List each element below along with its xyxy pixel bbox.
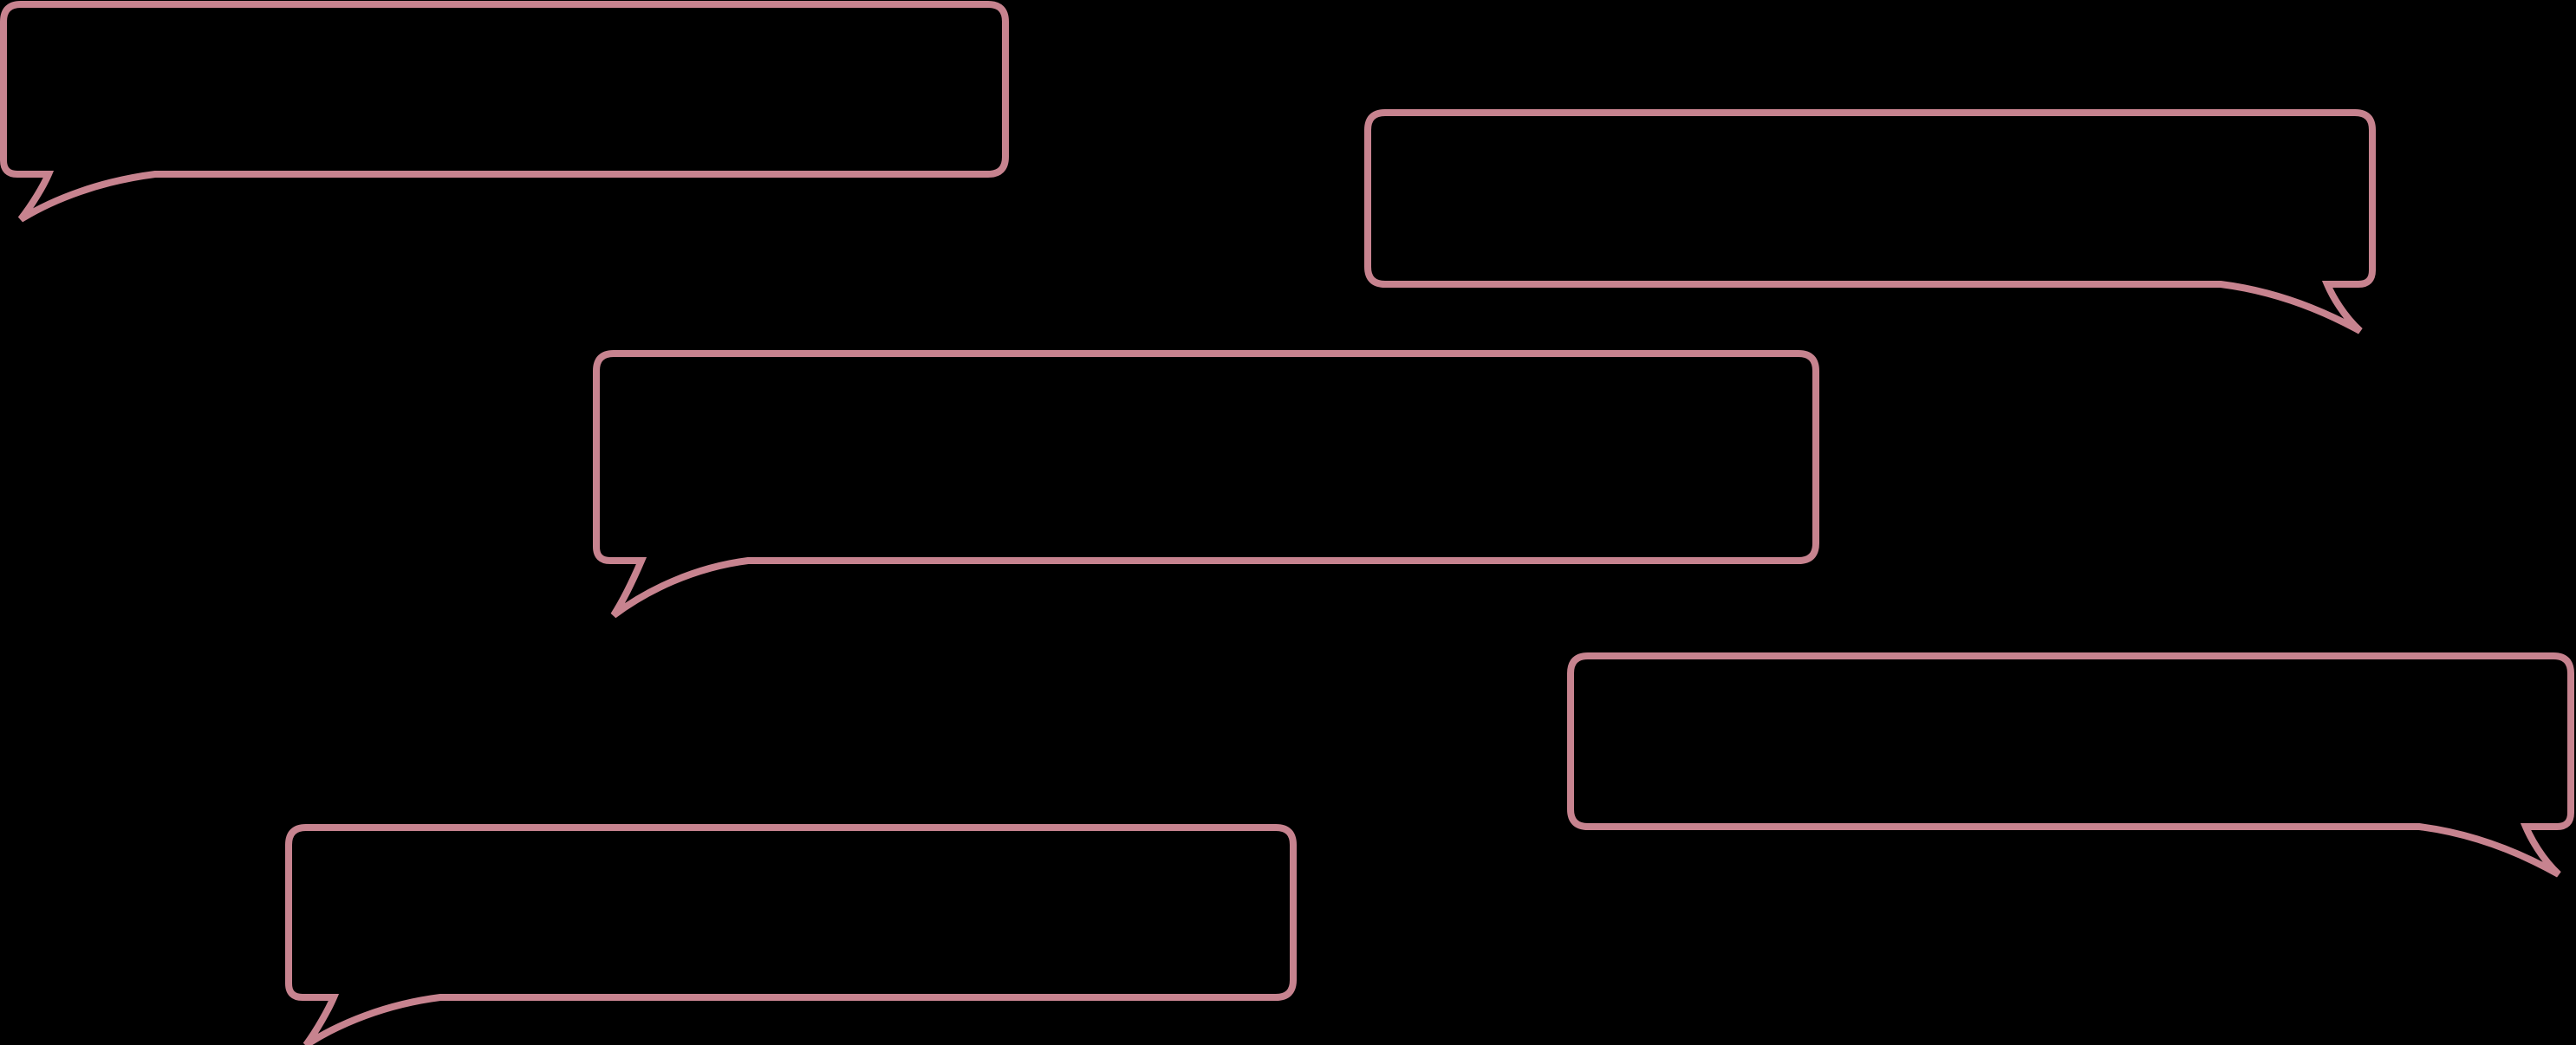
speech-bubble-top-right [1364,109,2376,334]
speech-bubble-top-left [0,1,1009,223]
speech-bubble-bottom-left [285,824,1297,1045]
speech-bubble-bottom-right [1567,652,2574,878]
speech-bubble-middle [593,350,1819,619]
